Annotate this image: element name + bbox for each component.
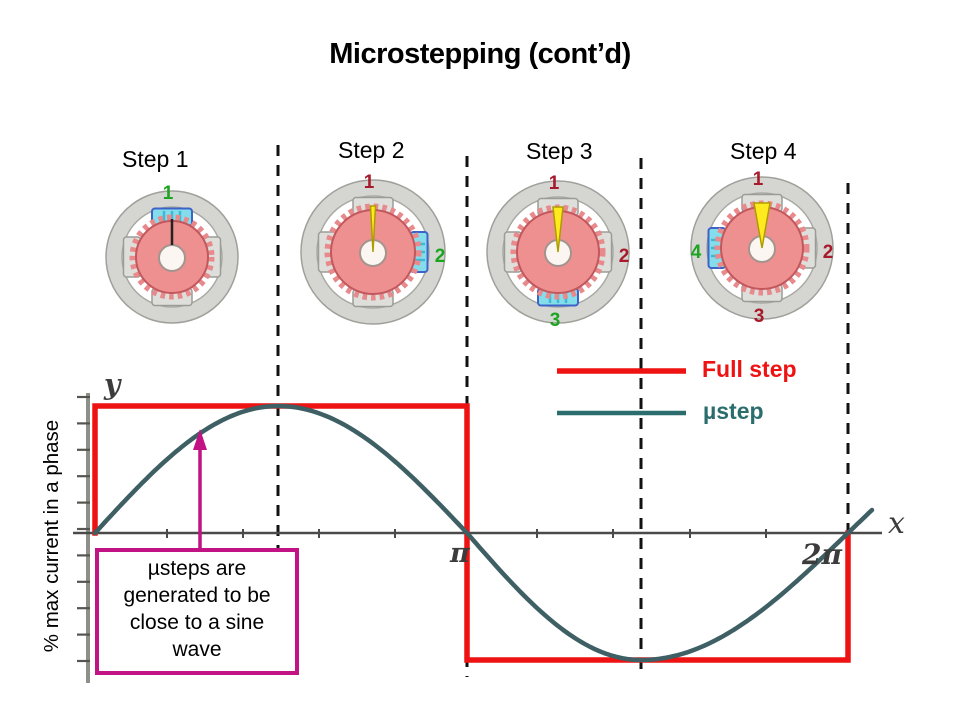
coil-label-1: 1 bbox=[364, 172, 375, 193]
coil-label-1: 1 bbox=[549, 173, 560, 194]
coil-label-2: 2 bbox=[619, 246, 630, 267]
rotor-needle bbox=[369, 205, 377, 253]
rotor-needle bbox=[753, 202, 771, 249]
motor-diagram-step-2: 12 bbox=[300, 172, 446, 325]
x-axis-symbol: x bbox=[888, 506, 905, 541]
coil-label-2: 2 bbox=[435, 246, 446, 267]
step-3-label: Step 3 bbox=[526, 138, 593, 164]
coil-label-1: 1 bbox=[163, 183, 174, 204]
x-tick-pi-label: π bbox=[450, 538, 470, 569]
legend-full-step-label: Full step bbox=[702, 356, 797, 382]
stator-ring bbox=[691, 177, 833, 319]
y-axis-title: % max current in a phase bbox=[40, 419, 63, 653]
stator-ring bbox=[106, 191, 238, 323]
stator-ring bbox=[487, 181, 629, 323]
coil-label-2: 2 bbox=[823, 242, 834, 263]
legend-microstep-label: µstep bbox=[703, 398, 764, 424]
slide-title: Microstepping (cont’d) bbox=[329, 38, 631, 70]
rotor-hole bbox=[158, 244, 186, 272]
coil-label-3: 3 bbox=[754, 306, 765, 327]
step-1-label: Step 1 bbox=[122, 146, 189, 172]
step-4-label: Step 4 bbox=[730, 138, 797, 164]
annotation-box: µsteps are generated to be close to a si… bbox=[95, 548, 299, 675]
coil-label-4: 4 bbox=[691, 242, 702, 263]
motor-diagram-step-4: 1 2 3 4 bbox=[690, 169, 834, 327]
x-axis bbox=[73, 529, 882, 538]
microstep-sine-curve bbox=[92, 403, 875, 663]
coil-label-1: 1 bbox=[753, 169, 764, 190]
rotor-needle bbox=[552, 206, 564, 253]
annotation-arrow bbox=[193, 429, 207, 548]
rotor-teeth bbox=[324, 203, 422, 301]
step-2-label: Step 2 bbox=[338, 137, 405, 163]
stator-ring bbox=[301, 180, 445, 324]
motor-diagram-step-3: 1 2 3 bbox=[486, 173, 630, 331]
coil-label-3: 3 bbox=[550, 310, 561, 331]
x-tick-2pi-label: 2π bbox=[802, 538, 842, 571]
y-axis bbox=[77, 393, 90, 683]
rotor-teeth bbox=[129, 214, 215, 300]
y-axis-symbol: y bbox=[104, 368, 121, 401]
motor-diagram-step-1: 1 bbox=[105, 183, 239, 324]
